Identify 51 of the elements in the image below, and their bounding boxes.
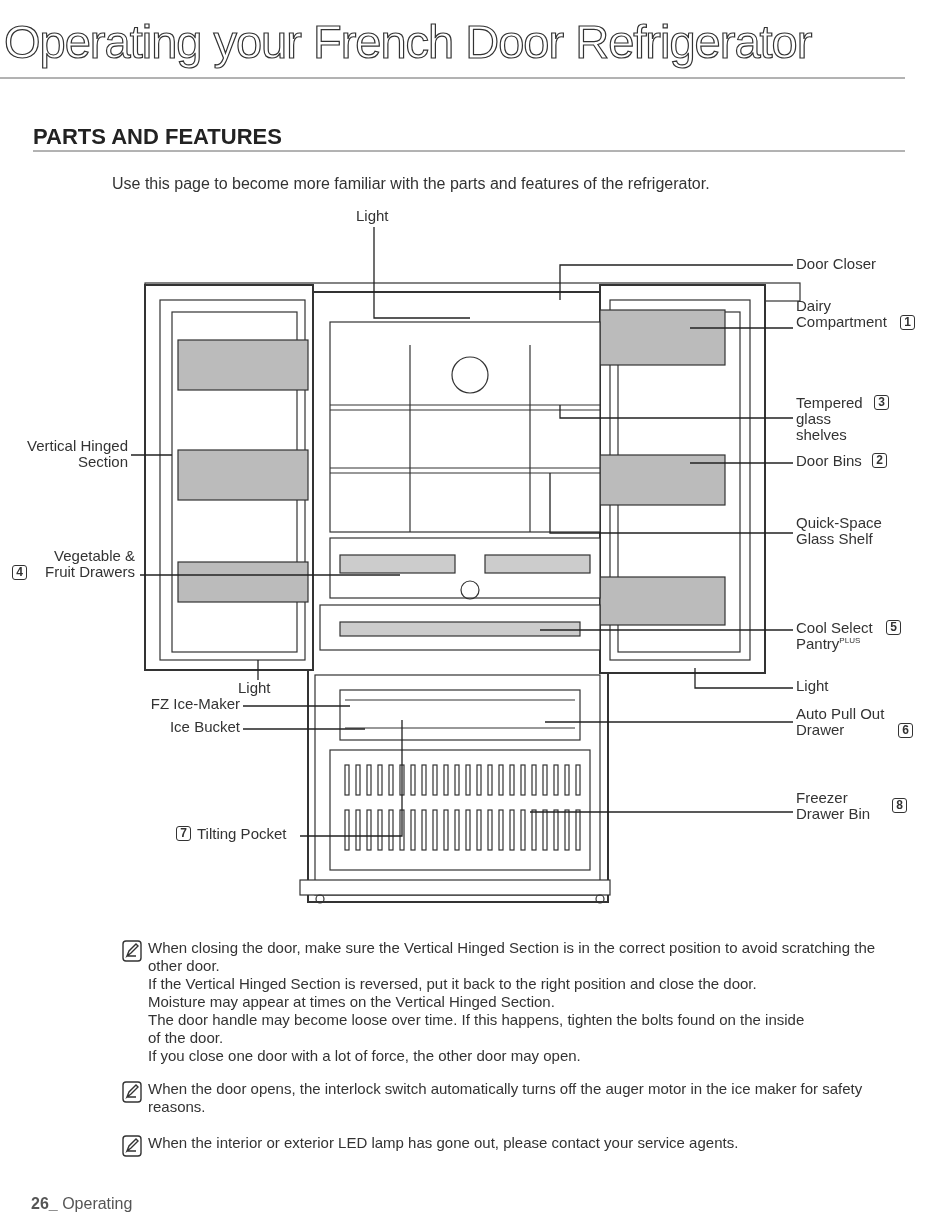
leader-line xyxy=(544,721,794,723)
note-text: When the door opens, the interlock switch automatically turns off the auger motor in the ice maker for safety reasons. xyxy=(148,1080,864,1116)
leader-line xyxy=(242,728,366,730)
part-label: Auto Pull Out Drawer xyxy=(796,706,886,738)
page-title: Operating your French Door Refrigerator xyxy=(4,14,812,69)
page-number: 26_ Operating xyxy=(31,1194,134,1214)
note-text: When closing the door, make sure the Vertical Hinged Section is in the correct position to avoid scratching the other door. xyxy=(148,939,877,975)
callout-number: 3 xyxy=(874,395,889,410)
note-text: The door handle may become loose over time. If this happens, tighten the bolts found on the inside of the door. xyxy=(148,1011,806,1047)
leader-line xyxy=(139,574,401,576)
leader-line xyxy=(559,264,794,301)
part-label: Vertical Hinged Section xyxy=(26,438,128,470)
section-heading: PARTS AND FEATURES xyxy=(33,124,283,151)
part-label: Light xyxy=(238,680,272,696)
note-text: Moisture may appear at times on the Vertical Hinged Section. xyxy=(148,993,556,1011)
part-label: Vegetable & Fruit Drawers xyxy=(44,548,135,580)
leader-line xyxy=(689,327,794,329)
leader-line xyxy=(299,719,403,837)
part-label: Door Closer xyxy=(796,256,878,272)
leader-line xyxy=(373,226,471,319)
part-label: Tempered glass shelves xyxy=(796,395,864,443)
part-label: Light xyxy=(796,678,830,694)
part-label: Ice Bucket xyxy=(168,719,240,735)
leader-line xyxy=(529,811,794,813)
leader-line xyxy=(559,404,794,419)
part-label: Tilting Pocket xyxy=(197,826,288,842)
part-label: Light xyxy=(356,208,390,224)
part-label: Quick-Space Glass Shelf xyxy=(796,515,883,547)
part-label: Dairy Compartment xyxy=(796,298,888,330)
callout-number: 5 xyxy=(886,620,901,635)
part-label: Freezer Drawer Bin xyxy=(796,790,872,822)
leader-line xyxy=(539,629,794,631)
callout-number: 7 xyxy=(176,826,191,842)
part-label: Cool Select Pantry$^{PLUS}$ xyxy=(796,620,874,652)
leader-line xyxy=(689,462,794,464)
note-text: If you close one door with a lot of force, the other door may open. xyxy=(148,1047,582,1065)
part-label: Door Bins xyxy=(796,453,863,469)
callout-number: 6 xyxy=(898,722,913,738)
callout-number: 8 xyxy=(892,798,907,814)
leader-line xyxy=(694,667,794,689)
leader-line xyxy=(549,472,794,534)
leader-line xyxy=(242,705,351,707)
callout-number: 2 xyxy=(872,453,887,469)
callout-number: 4 xyxy=(12,564,27,580)
callout-number: 1 xyxy=(900,314,915,330)
leader-line xyxy=(130,454,173,456)
leader-line xyxy=(257,659,259,681)
note-text: When the interior or exterior LED lamp has gone out, please contact your service agents. xyxy=(148,1134,740,1152)
part-label: FZ Ice-Maker xyxy=(149,696,240,712)
intro-text: Use this page to become more familiar with the parts and features of the refrigerator. xyxy=(112,174,711,194)
note-text: If the Vertical Hinged Section is reversed, put it back to the right position and close the door. xyxy=(148,975,758,993)
